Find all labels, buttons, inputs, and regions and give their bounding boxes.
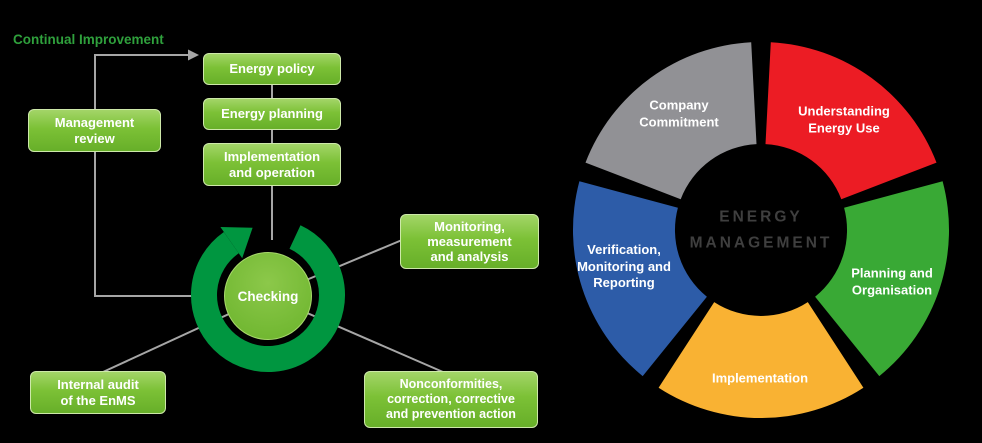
segment-implementation (658, 302, 864, 419)
monitoring-box: Monitoring, measurement and analysis (400, 214, 539, 269)
segment-label-planning-and-organisation: Planning and Organisation (851, 265, 933, 297)
segment-understanding-energy-use (765, 42, 937, 200)
energy-policy-box: Energy policy (203, 53, 341, 85)
continual-improvement-arrow-line (94, 54, 188, 109)
cycle-segments (572, 42, 950, 419)
energy-management-cycle: Company Commitment Understanding Energy … (561, 30, 961, 430)
internal-audit-box: Internal audit of the EnMS (30, 371, 166, 414)
segment-planning-and-organisation (815, 181, 950, 377)
management-review-box: Management review (28, 109, 161, 152)
segment-label-understanding-energy-use: Understanding Energy Use (798, 103, 890, 135)
segment-company-commitment (585, 42, 757, 200)
checking-circle: Checking (224, 252, 312, 340)
checking-cycle-ring (191, 225, 345, 372)
nonconformities-box: Nonconformities, correction, corrective … (364, 371, 538, 428)
cycle-center-label: ENERGY MANAGEMENT (689, 208, 833, 251)
segment-label-implementation: Implementation (711, 370, 809, 386)
checking-cycle-arrowhead (220, 227, 253, 259)
management-review-to-cycle-line (94, 152, 200, 297)
segment-verification-monitoring-reporting (572, 181, 707, 377)
implementation-operation-box: Implementation and operation (203, 143, 341, 186)
segment-label-verification-monitoring-reporting: Verification, Monitoring and Reporting (577, 242, 671, 291)
segment-label-company-commitment: Company Commitment (639, 97, 719, 129)
continual-improvement-label: Continual Improvement (13, 32, 164, 47)
continual-improvement-arrowhead (188, 49, 199, 61)
energy-planning-box: Energy planning (203, 98, 341, 130)
